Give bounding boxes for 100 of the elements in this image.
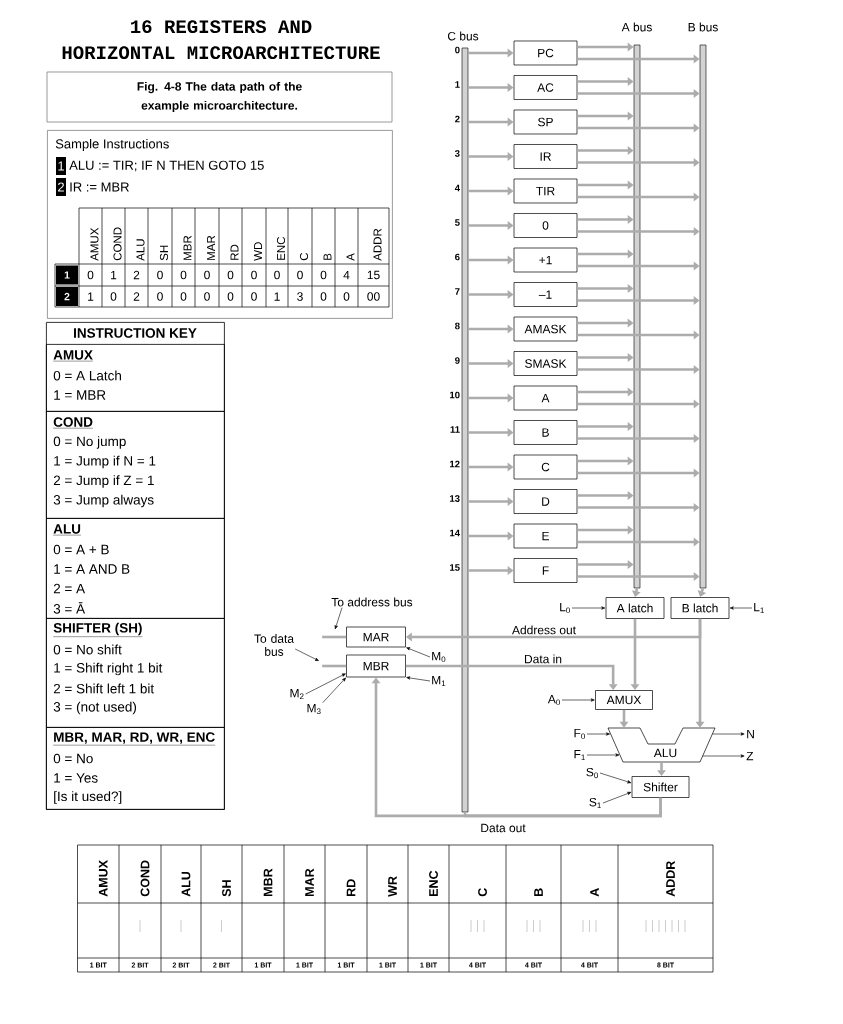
column-header: ADDR: [666, 860, 675, 897]
register-box: B: [513, 420, 578, 445]
column-header: SH: [222, 880, 231, 897]
signal-label: M$_{0}$: [432, 651, 446, 663]
signal-arrow: [602, 791, 632, 804]
bus-line: [322, 664, 347, 668]
signal-arrow: [305, 673, 346, 695]
table-cell: 1: [111, 270, 117, 280]
register-box: SMASK: [513, 351, 578, 376]
signal-arrow: [712, 732, 745, 736]
edge-label: Address out: [511, 624, 578, 636]
signal-arrow: [406, 647, 431, 658]
register-box: C: [513, 454, 578, 480]
signal-label: Z: [746, 751, 754, 761]
instruction-text: ALU := TIR; IF N THEN GOTO 15: [69, 160, 264, 172]
signal-label: N: [747, 729, 754, 739]
table-cell: 0: [227, 292, 234, 301]
register-box: 0: [513, 213, 578, 238]
line-number: 8: [455, 322, 460, 330]
bus-arrow: [577, 353, 634, 362]
column-header: ALU: [136, 239, 145, 261]
bus-arrow: [577, 89, 700, 98]
bus-arrow: [577, 491, 634, 500]
signal-arrow: [586, 732, 610, 736]
column-header: COND: [140, 860, 150, 897]
column-header: RD: [230, 244, 239, 260]
column-header: MAR: [207, 235, 215, 260]
signal-label: F$_{1}$: [574, 750, 585, 761]
register-box: +1: [513, 247, 578, 273]
bus-bar: A bus: [621, 22, 652, 589]
register-box: AC: [513, 75, 578, 100]
register-box: MAR: [346, 626, 406, 648]
signal-label: A$_{0}$: [547, 694, 560, 706]
table-cell: 0: [180, 270, 187, 280]
table-cell: 0: [204, 292, 210, 301]
register-box: –1: [513, 282, 578, 307]
column-header: C: [299, 252, 309, 261]
table-cell: 0: [157, 270, 163, 280]
line-number: 9: [455, 357, 460, 364]
table-cell: 0: [87, 270, 94, 280]
table-cell: 0: [274, 270, 280, 280]
alu-trapezoid: ALU: [607, 727, 716, 763]
bus-arrow: [577, 215, 634, 224]
row-badge: 1: [56, 265, 78, 285]
column-header: MBR: [263, 868, 273, 896]
signal-label: M$_{3}$: [307, 703, 321, 715]
table-cell: 0: [297, 270, 303, 280]
signal-arrow: [571, 606, 606, 610]
bus-arrow: [577, 146, 634, 155]
table-cell: 15: [367, 270, 380, 280]
table-cell: 0: [251, 292, 257, 301]
column-header: SH: [159, 245, 169, 261]
table-cell: 1: [274, 292, 280, 301]
multiplexer-box: AMUX: [595, 690, 653, 710]
signal-label: F$_{0}$: [574, 728, 585, 740]
node-label: B bus: [688, 22, 718, 32]
bus-arrow: [577, 560, 634, 569]
bus-arrow: [468, 428, 514, 437]
table-cell: 0: [227, 270, 234, 280]
column-header: AMUX: [98, 860, 108, 897]
line-number: 14: [450, 529, 460, 537]
bus-arrow: [577, 434, 700, 443]
table-cell: 4: [343, 270, 350, 280]
register-box: PC: [513, 40, 578, 66]
signal-label: L$_{1}$: [754, 603, 764, 614]
shifter-box: Shifter: [631, 776, 690, 798]
column-header: WD: [254, 242, 262, 261]
signal-arrow: [561, 698, 595, 702]
column-header: RD: [346, 879, 356, 896]
column-header: MBR: [183, 235, 192, 260]
bus-arrow: [577, 284, 634, 293]
edge-label: Data out: [479, 822, 527, 834]
title: 16 REGISTERS AND HORIZONTAL MICROARCHITECTURE: [62, 20, 380, 60]
bus-arrow: [577, 572, 700, 581]
column-header: B: [534, 888, 543, 896]
signal-label: L$_{0}$: [560, 602, 570, 614]
key-section: ALU 0 = A + B 1 = A AND B 2 = A 3 = Ā: [46, 518, 225, 619]
bus-arrow: [468, 290, 514, 299]
column-header: WR: [388, 876, 397, 897]
table-cell: 0: [110, 292, 117, 301]
line-number: 12: [450, 460, 460, 468]
bus-arrow: [577, 227, 700, 236]
bus-arrow: [577, 296, 700, 305]
signal-arrow: [406, 676, 431, 682]
column-header: MAR: [305, 868, 314, 896]
table-cell: 0: [157, 292, 163, 301]
line-number: 11: [450, 426, 460, 433]
signal-label: M$_{1}$: [432, 676, 446, 687]
column-header: ENC: [276, 236, 286, 260]
signal-arrow: [702, 754, 745, 758]
bus-arrow: [577, 422, 634, 431]
signal-arrow: [586, 753, 620, 757]
signal-arrow: [322, 677, 346, 704]
number-badge: 1: [56, 157, 66, 175]
instruction-text: IR := MBR: [70, 182, 129, 192]
node-label: A bus: [621, 22, 652, 32]
bus-label: To data bus: [254, 634, 294, 656]
signal-label: M$_{2}$: [290, 689, 304, 700]
row-badge: 2: [56, 287, 78, 306]
line-number: 13: [450, 495, 460, 502]
